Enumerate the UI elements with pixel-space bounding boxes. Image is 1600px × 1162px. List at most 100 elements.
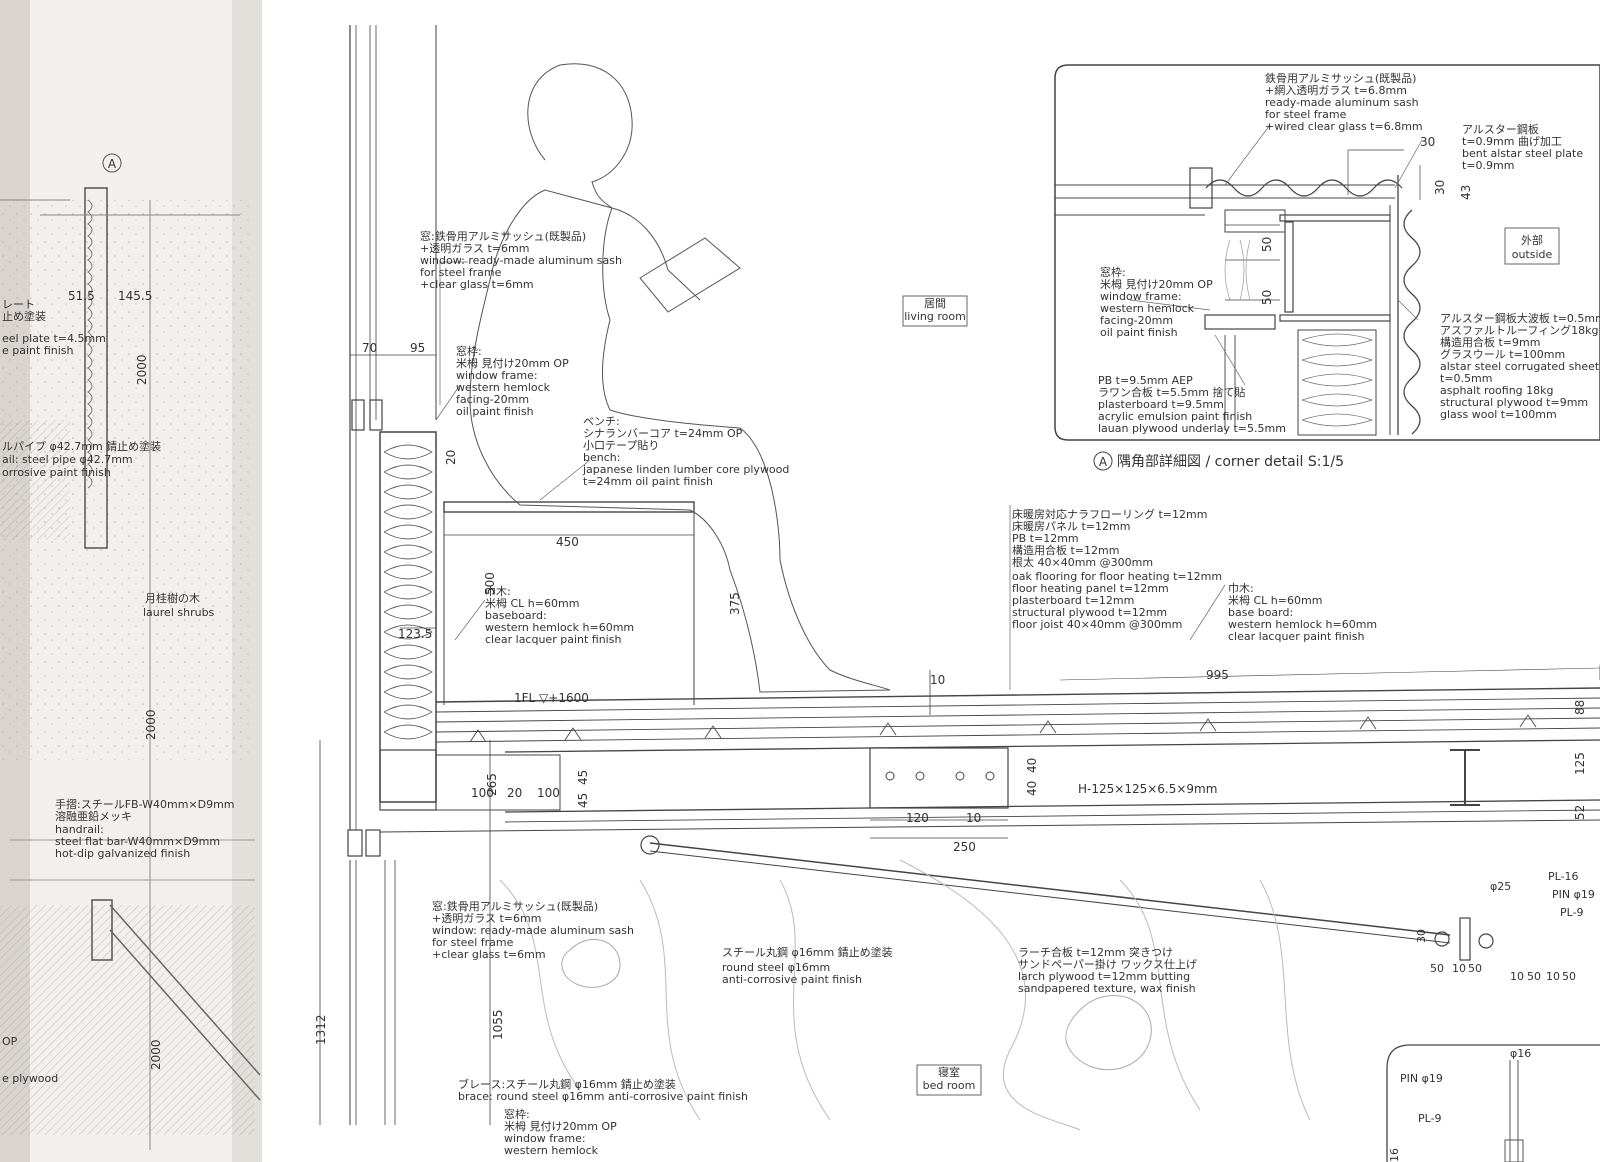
note-brace: ブレース:スチール丸鋼 φ16mm 錆止め塗装 brace: round ste… <box>458 1077 748 1103</box>
dim-10: 10 <box>930 673 945 687</box>
note-line: レート <box>2 298 35 311</box>
inset-note-sash: 鉄骨用アルミサッシュ(既製品) +網入透明ガラス t=6.8mm ready-m… <box>1265 71 1423 133</box>
gusset-plate <box>1459 917 1471 961</box>
inset-note-plasterboard: PB t=9.5mm AEP ラワン合板 t=5.5mm 捨て貼 plaster… <box>1098 374 1286 435</box>
note-line: western hemlock h=60mm <box>1228 618 1377 631</box>
lower-pin19: PIN φ19 <box>1400 1072 1443 1085</box>
insulated-wall <box>379 431 437 803</box>
note-line: 窓枠: <box>504 1107 530 1121</box>
note-line: bent alstar steel plate <box>1462 147 1583 160</box>
floor-surface <box>435 687 1600 703</box>
dim-250: 250 <box>953 840 976 854</box>
inset-outside-box <box>1504 227 1560 265</box>
note-line: PB t=9.5mm AEP <box>1098 374 1193 387</box>
wall-insulation <box>383 444 433 740</box>
inset-title: 隅角部詳細図 / corner detail S:1/5 <box>1117 454 1344 470</box>
note-line: for steel frame <box>1265 108 1347 121</box>
note-line: hot-dip galvanized finish <box>55 847 190 860</box>
note-line: western hemlock h=60mm <box>485 621 634 634</box>
note-line: japanese linden lumber core plywood <box>582 463 789 476</box>
note-line: グラスウール t=100mm <box>1440 347 1565 361</box>
note-line: 窓:鉄骨用アルミサッシュ(既製品) <box>420 229 586 243</box>
inset-steel-column <box>1284 221 1294 313</box>
note-line: bench: <box>583 451 620 464</box>
inset-dim-30-top: 30 <box>1420 135 1435 149</box>
inset-corrugated-side <box>1403 209 1421 435</box>
edge-channel <box>379 749 437 811</box>
note-line: glass wool t=100mm <box>1440 408 1557 421</box>
note-line: 手摺:スチールFB-W40mm×D9mm <box>55 797 235 811</box>
book <box>639 237 741 313</box>
lower-phi16: φ16 <box>1510 1047 1531 1060</box>
note-line: 米栂 見付け20mm OP <box>1100 278 1213 291</box>
note-line: alstar steel corrugated sheet <box>1440 360 1600 373</box>
pin-dim-50-a: 50 <box>1430 962 1444 975</box>
note-line: orrosive paint finish <box>2 466 111 479</box>
inset-leaders <box>1129 124 1423 386</box>
note-line: baseboard: <box>485 609 547 622</box>
note-line: oil paint finish <box>456 405 534 418</box>
note-line: 月桂樹の木 <box>145 591 200 605</box>
note-line: PB t=12mm <box>1012 532 1079 545</box>
note-line: window frame: <box>504 1132 586 1145</box>
note-line: ail: steel pipe φ42.7mm <box>2 453 133 466</box>
splice-plate <box>869 747 1009 809</box>
note-line: 溶融亜鉛メッキ <box>55 809 132 823</box>
note-line: アルスター鋼板 <box>1462 122 1539 136</box>
note-line: floor joist 40×40mm @300mm <box>1012 618 1182 631</box>
left-wall <box>84 187 108 549</box>
note-line: e plywood <box>2 1072 58 1085</box>
note-line: 巾木: <box>1228 581 1254 595</box>
pin-dim-10-c: 10 <box>1546 970 1560 983</box>
note-line: ラワン合板 t=5.5mm 捨て貼 <box>1098 385 1245 399</box>
note-line: clear lacquer paint finish <box>485 633 621 646</box>
room-box-bed <box>916 1064 982 1096</box>
note-round-steel: スチール丸鋼 φ16mm 錆止め塗装 round steel φ16mm ant… <box>722 945 893 986</box>
floor-level: 1FL ▽+1600 <box>514 691 589 705</box>
note-line: ready-made aluminum sash <box>1265 96 1419 109</box>
note-line: laurel shrubs <box>143 606 215 619</box>
note-line: 米栂 見付け20mm OP <box>504 1120 617 1133</box>
pin-dim-10-b: 10 <box>1510 970 1524 983</box>
main-section <box>319 25 1600 1131</box>
note-line: シナランバーコア t=24mm OP <box>583 427 743 440</box>
brace-rod <box>649 842 1451 936</box>
note-line: eel plate t=4.5mm <box>2 332 106 345</box>
note-line: plasterboard t=12mm <box>1012 594 1134 607</box>
eave-hatch <box>0 420 70 540</box>
lower-pl9: PL-9 <box>1418 1112 1442 1125</box>
pin-dim-10-a: 10 <box>1452 962 1466 975</box>
note-line: +clear glass t=6mm <box>432 948 546 961</box>
note-line: ラーチ合板 t=12mm 突きつけ <box>1018 945 1173 959</box>
note-line: facing-20mm <box>456 393 529 406</box>
note-line: window frame: <box>1100 290 1182 303</box>
pin-label-pl16: PL-16 <box>1548 870 1579 883</box>
dim-95: 95 <box>410 341 425 355</box>
note-line: t=24mm oil paint finish <box>583 475 713 488</box>
inset-note-window-frame: 窓枠: 米栂 見付け20mm OP window frame: western … <box>1100 265 1213 339</box>
note-line: oil paint finish <box>1100 326 1178 339</box>
left-note-pipe: ルパイプ φ42.7mm 錆止め塗装 ail: steel pipe φ42.7… <box>2 439 161 479</box>
inset-dim-43: 43 <box>1459 185 1473 200</box>
beam-bottom <box>504 799 1600 813</box>
note-line: 鉄骨用アルミサッシュ(既製品) <box>1265 71 1416 85</box>
note-line: +透明ガラス t=6mm <box>432 912 541 925</box>
pin-dim-50-b: 50 <box>1468 962 1482 975</box>
joist-marks <box>469 714 1537 743</box>
note-line: +clear glass t=6mm <box>420 278 534 291</box>
note-line: t=0.5mm <box>1440 372 1492 385</box>
room-bed-jp: 寝室 <box>938 1065 960 1079</box>
dim-10-b: 10 <box>966 811 981 825</box>
left-dim-5: 2000 <box>149 1039 163 1070</box>
note-line: window: ready-made aluminum sash <box>432 924 634 937</box>
left-dim-1: 51.5 <box>68 289 95 303</box>
note-window-upper: 窓:鉄骨用アルミサッシュ(既製品) +透明ガラス t=6mm window: r… <box>420 229 622 291</box>
left-note-plywood: OP e plywood <box>2 1035 58 1085</box>
dim-bench-450: 450 <box>556 535 579 549</box>
note-line: 巾木: <box>485 584 511 598</box>
note-line: handrail: <box>55 823 104 836</box>
note-line: floor heating panel t=12mm <box>1012 582 1169 595</box>
dim-52: 52 <box>1573 805 1587 820</box>
note-line: OP <box>2 1035 18 1048</box>
